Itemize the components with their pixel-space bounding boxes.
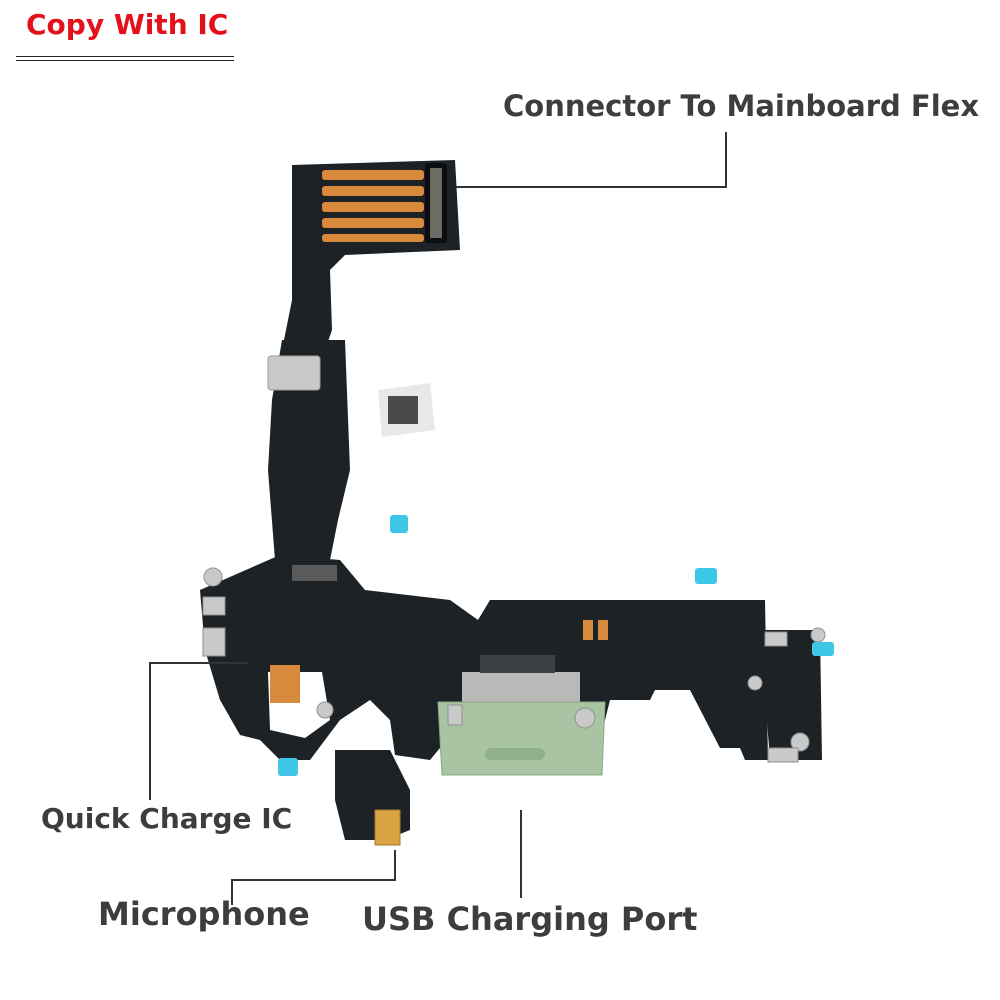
usb-port-label: USB Charging Port — [362, 900, 698, 938]
microphone-component — [374, 809, 401, 846]
badge-underline — [16, 56, 234, 57]
microphone-label: Microphone — [98, 895, 310, 933]
metal-brackets — [202, 567, 826, 763]
copper-traces — [322, 170, 424, 242]
badge-underline — [16, 60, 234, 61]
connector-label: Connector To Mainboard Flex — [503, 89, 980, 123]
copy-with-ic-badge: Copy With IC — [16, 0, 234, 62]
small-connector — [292, 565, 337, 581]
badge-text: Copy With IC — [26, 8, 229, 41]
leader-lines — [149, 132, 727, 905]
usb-charging-port — [437, 655, 606, 776]
copper-pads — [583, 620, 608, 640]
quick-charge-label: Quick Charge IC — [41, 802, 293, 835]
board-to-board-connector — [425, 163, 447, 243]
barcode-sticker — [378, 383, 435, 437]
metal-shield-tab — [267, 355, 321, 391]
adhesive-tapes — [278, 515, 834, 776]
quick-charge-ic — [270, 665, 300, 703]
